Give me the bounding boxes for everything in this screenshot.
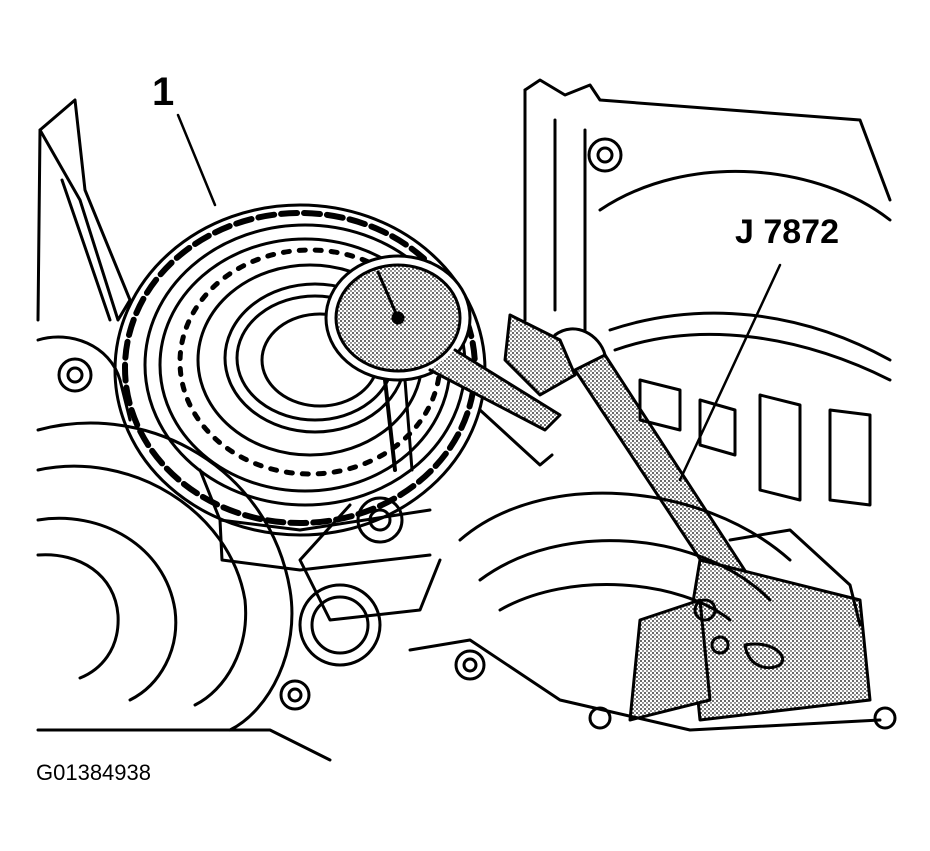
leader-lines [176,113,782,482]
leader-line-j7872 [678,263,782,482]
right-case [458,78,892,622]
callout-1-label: 1 [152,70,175,114]
clutch-drum-assembly [113,203,487,572]
dial-indicator [324,254,607,472]
figure-id-caption: G01384938 [36,760,151,785]
callout-j7872-label: J 7872 [735,213,839,251]
center-valve-body [279,496,897,732]
left-housing-wall [36,98,132,422]
leader-line-1 [176,113,217,207]
tool-j7872 [573,353,872,722]
